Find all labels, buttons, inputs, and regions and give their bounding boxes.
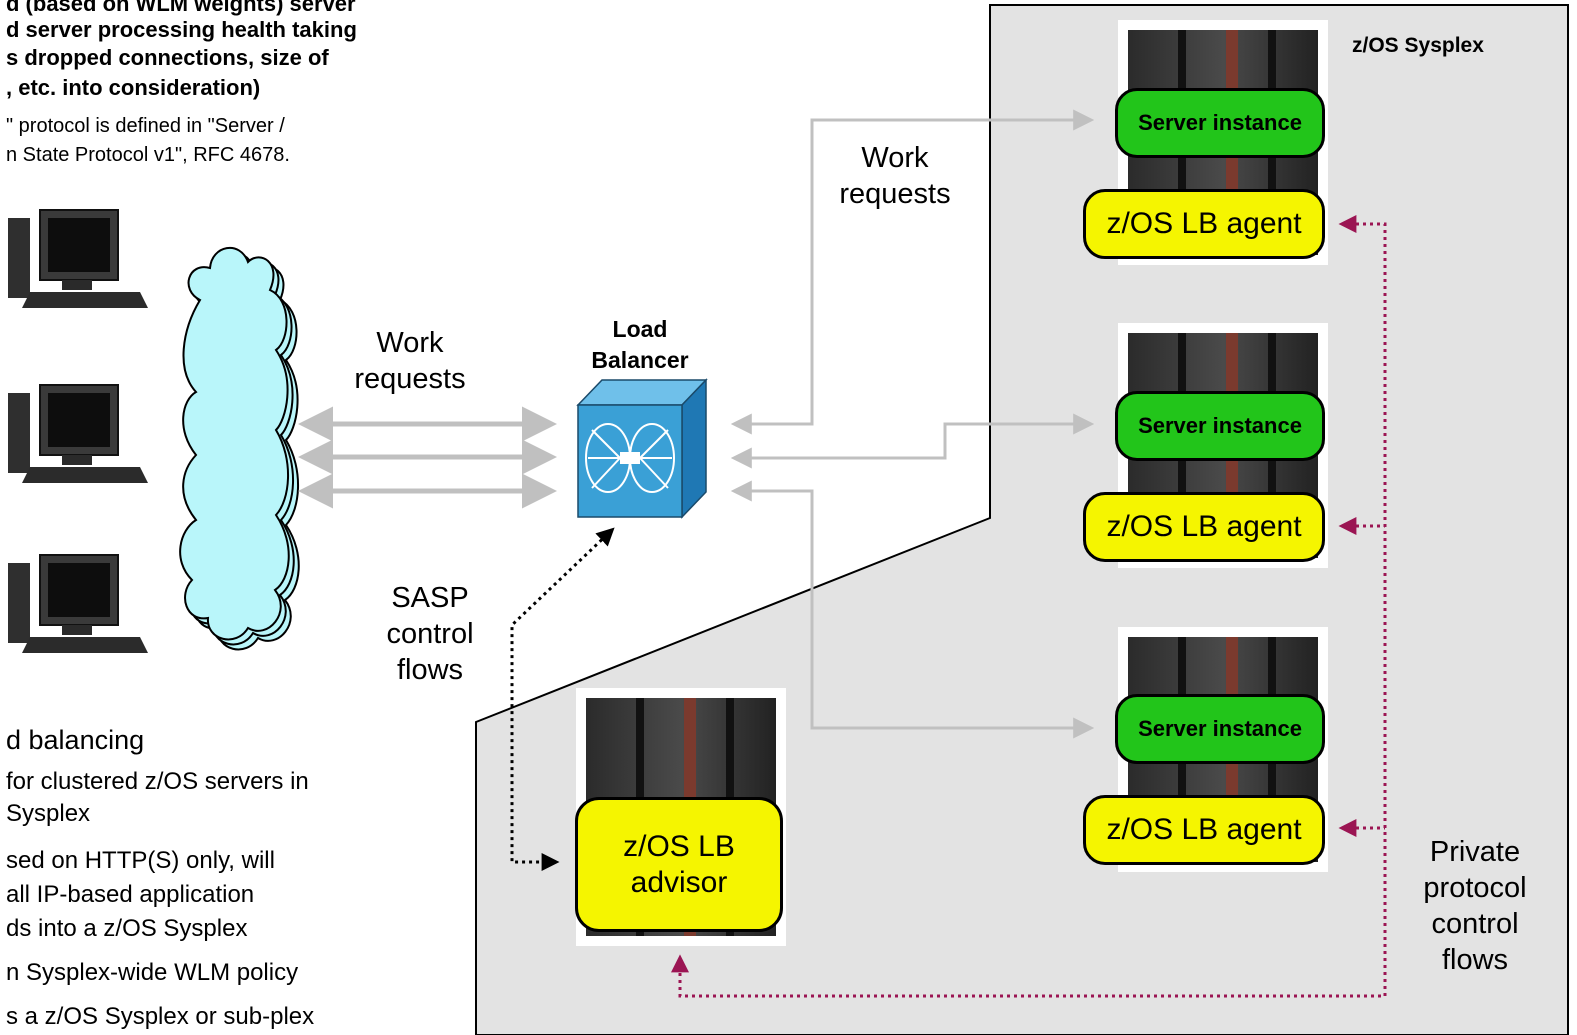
top-note-line: , etc. into consideration) <box>6 75 261 100</box>
top-note-line: " protocol is defined in "Server / <box>6 115 285 137</box>
sysplex-label: z/OS Sysplex <box>1352 34 1484 57</box>
cloud-icon <box>179 246 300 651</box>
top-note-line: s dropped connections, size of <box>6 45 329 70</box>
top-note-line: d server processing health taking <box>6 17 357 42</box>
bullet-line: ds into a z/OS Sysplex <box>6 915 248 942</box>
lb-agent: z/OS LB agent <box>1083 795 1325 865</box>
load-balancer-icon <box>576 378 708 519</box>
server-instance: Server instance <box>1115 391 1325 461</box>
bullet-line: sed on HTTP(S) only, will <box>6 847 275 874</box>
server-instance: Server instance <box>1115 88 1325 158</box>
server-instance: Server instance <box>1115 694 1325 764</box>
bullet-line: s a z/OS Sysplex or sub-plex <box>6 1003 315 1030</box>
lb-agent: z/OS LB agent <box>1083 189 1325 259</box>
bullet-line: n Sysplex-wide WLM policy <box>6 959 299 986</box>
bullet-line: d balancing <box>6 725 145 755</box>
top-note-line: n State Protocol v1", RFC 4678. <box>6 144 290 166</box>
client-work-request-arrows <box>298 406 557 509</box>
workstation-icon <box>8 554 148 653</box>
lb-agent: z/OS LB agent <box>1083 492 1325 562</box>
workstation-icon <box>8 384 148 483</box>
workstation-icon <box>8 209 148 308</box>
bullet-line: all IP-based application <box>6 881 255 908</box>
bullet-line: for clustered z/OS servers in <box>6 768 309 795</box>
bullet-line: Sysplex <box>6 800 91 827</box>
top-note-line: d (based on WLM weights) server <box>6 0 356 16</box>
private-protocol-flow <box>671 215 1387 998</box>
